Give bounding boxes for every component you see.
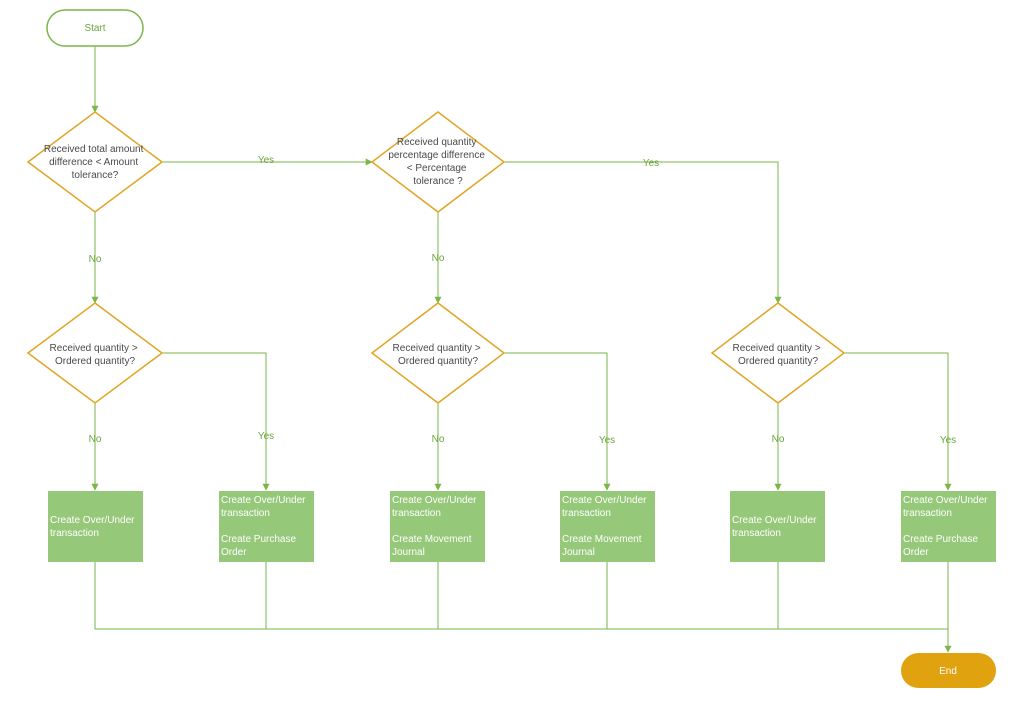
label-yes-d2: Yes [643, 158, 659, 169]
label-no-d2: No [432, 253, 445, 264]
connector-d5-b6 [844, 352, 952, 491]
label-yes-d5: Yes [940, 435, 956, 446]
start-label: Start [84, 23, 105, 34]
action-box-4-text: Create Over/Under transaction Create Mov… [562, 495, 649, 558]
label-no-d4: No [432, 434, 445, 445]
action-box-2: Create Over/Under transaction Create Pur… [219, 491, 314, 562]
action-box-3: Create Over/Under transaction Create Mov… [390, 491, 485, 562]
edge-labels: Yes Yes No No No Yes No Yes No Yes [89, 155, 957, 446]
connector-b1-end [94, 562, 948, 630]
action-box-4: Create Over/Under transaction Create Mov… [560, 491, 655, 562]
decision-quantity-right: Received quantity > Ordered quantity? [710, 302, 846, 404]
action-box-6-text: Create Over/Under transaction Create Pur… [903, 495, 990, 558]
action-box-2-text: Create Over/Under transaction Create Pur… [221, 495, 308, 558]
connector-d2-d5 [504, 161, 782, 304]
action-box-5: Create Over/Under transaction [730, 491, 825, 562]
decision-quantity-left: Received quantity > Ordered quantity? [26, 302, 164, 404]
label-yes-d4: Yes [599, 435, 615, 446]
decision-quantity-middle-text: Received quantity > Ordered quantity? [393, 343, 484, 367]
decision-quantity-middle: Received quantity > Ordered quantity? [370, 302, 506, 404]
action-box-5-text: Create Over/Under transaction [732, 515, 819, 539]
decision-amount-tolerance: Received total amount difference < Amoun… [26, 111, 164, 213]
label-no-d5: No [772, 434, 785, 445]
end-label: End [939, 666, 957, 677]
decision-percentage-tolerance: Received quantity percentage difference … [370, 111, 506, 213]
decision-percentage-tolerance-text: Received quantity percentage difference … [388, 137, 487, 187]
connector-d3-b2 [162, 352, 270, 491]
connector-d4-b4 [504, 352, 611, 491]
action-box-1-text: Create Over/Under transaction [50, 515, 137, 539]
decision-quantity-right-text: Received quantity > Ordered quantity? [733, 343, 824, 367]
decision-amount-tolerance-text: Received total amount difference < Amoun… [44, 144, 146, 181]
action-box-6: Create Over/Under transaction Create Pur… [901, 491, 996, 562]
label-no-d3: No [89, 434, 102, 445]
decision-quantity-left-text: Received quantity > Ordered quantity? [50, 343, 141, 367]
label-no-d1: No [89, 254, 102, 265]
action-box-1: Create Over/Under transaction [48, 491, 143, 562]
label-yes-d1: Yes [258, 155, 274, 166]
action-box-3-text: Create Over/Under transaction Create Mov… [392, 495, 479, 558]
start-node: Start [46, 9, 144, 47]
label-yes-d3: Yes [258, 431, 274, 442]
end-node: End [901, 653, 996, 688]
